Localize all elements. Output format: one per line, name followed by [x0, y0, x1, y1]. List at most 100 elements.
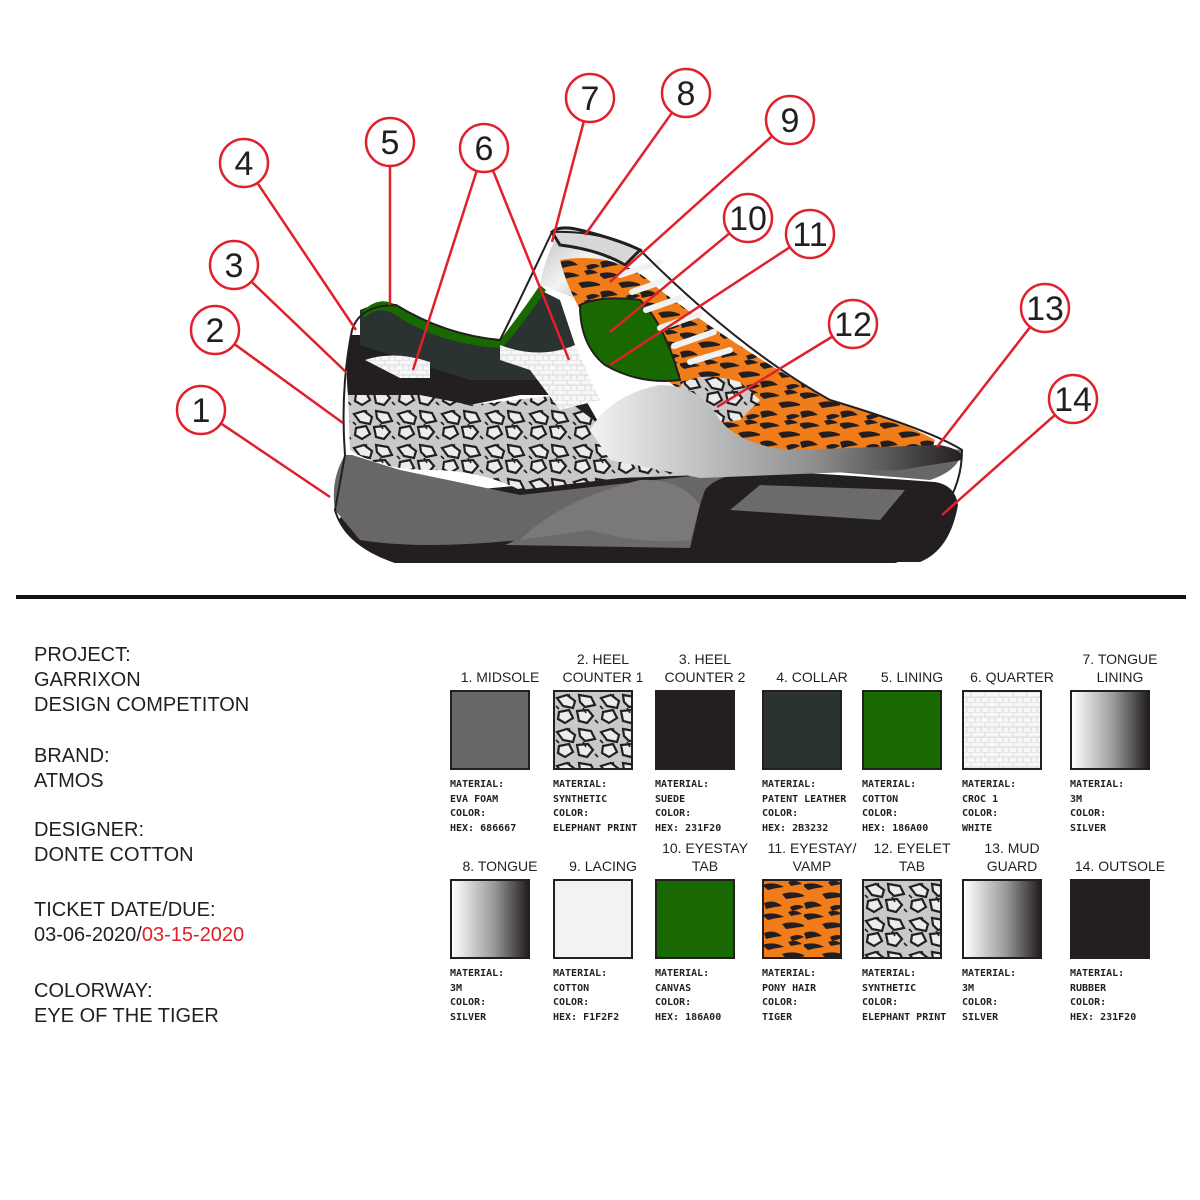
swatch-spec-line: MATERIAL: — [862, 779, 917, 790]
swatch-title: 11. EYESTAY/VAMP — [752, 839, 872, 875]
swatch-title-line: 9. LACING — [569, 858, 637, 874]
callout-13: 13 — [936, 282, 1071, 448]
swatch-title: 6. QUARTER — [952, 668, 1072, 686]
callout-9: 9 — [609, 94, 816, 283]
swatch-spec-line: HEX: 2B3232 — [762, 822, 829, 834]
designer-block: DESIGNER: DONTE COTTON — [34, 818, 194, 868]
swatch-spec-line: SILVER — [450, 1011, 487, 1023]
callout-circle — [764, 94, 816, 146]
swatch-spec-line: MATERIAL: — [1070, 779, 1125, 790]
ticket-dates: 03-06-2020/03-15-2020 — [34, 923, 244, 948]
project-name: GARRIXON — [34, 669, 141, 691]
project-subtitle: DESIGN COMPETITON — [34, 694, 250, 716]
callout-leader-line — [609, 135, 773, 283]
swatch-title: 1. MIDSOLE — [440, 668, 560, 686]
swatch-spec-line: TIGER — [762, 1011, 793, 1023]
callout-number: 1 — [192, 392, 211, 430]
callout-circle — [1019, 282, 1071, 334]
swatch-spec-line: MATERIAL: — [450, 779, 505, 790]
callout-12: 12 — [716, 298, 879, 409]
callout-leader-line — [941, 413, 1056, 516]
heel-counter-1-shape — [348, 390, 700, 490]
swatch-title-line: 13. MUD — [984, 840, 1040, 856]
swatch-spec-line: HEX: 186A00 — [862, 822, 929, 834]
swatch-spec-line: SILVER — [1070, 822, 1107, 834]
colorway-value: EYE OF THE TIGER — [34, 1005, 219, 1027]
swatch-spec-line: 3M — [450, 982, 463, 994]
callout-circle — [208, 239, 260, 291]
brand-block: BRAND: ATMOS — [34, 744, 110, 794]
swatch-spec-line: COTTON — [553, 982, 590, 994]
callout-number: 11 — [792, 216, 827, 254]
callout-circle — [660, 67, 712, 119]
brand-value: ATMOS — [34, 770, 104, 792]
callout-3: 3 — [208, 239, 348, 374]
callout-leader-line — [220, 422, 331, 499]
callout-circle — [827, 298, 879, 350]
colorway-block: COLORWAY: EYE OF THE TIGER — [34, 979, 219, 1029]
callout-circle — [784, 208, 836, 260]
callout-number: 12 — [834, 306, 872, 344]
swatch-spec-line: HEX: F1F2F2 — [553, 1011, 620, 1023]
callout-circle — [1047, 373, 1099, 425]
callout-10: 10 — [609, 192, 774, 333]
callout-11: 11 — [609, 208, 836, 367]
midsole-wing — [520, 479, 700, 542]
due-date: 03-15-2020 — [141, 924, 245, 946]
swatch-spec-line: COLOR: — [1070, 997, 1107, 1008]
swatch-color-chip — [655, 879, 735, 959]
callout-leader-line — [583, 111, 674, 236]
swatch-spec-line: SUEDE — [655, 793, 686, 805]
swatch-title-line: COUNTER 2 — [664, 669, 746, 685]
swatch-title-line: 5. LINING — [880, 669, 944, 685]
callout-number: 13 — [1026, 290, 1064, 328]
swatch-spec-line: 3M — [962, 982, 975, 994]
swatch-spec-line: MATERIAL: — [862, 968, 917, 979]
swatch-color-chip — [1070, 879, 1150, 959]
swatch-spec-line: MATERIAL: — [962, 779, 1017, 790]
swatch-spec-line: PATENT LEATHER — [762, 793, 847, 805]
callout-leader-line — [936, 326, 1032, 448]
lining-shape — [362, 285, 546, 348]
swatch-spec-line: SYNTHETIC — [862, 982, 917, 994]
swatch-spec-line: MATERIAL: — [762, 968, 817, 979]
swatch-spec-line: COTTON — [862, 793, 899, 805]
callout-number: 8 — [677, 75, 696, 113]
callout-14: 14 — [941, 373, 1099, 516]
swatch-color-chip — [655, 690, 735, 770]
swatch-color-chip — [862, 879, 942, 959]
callout-7: 7 — [550, 72, 616, 243]
callout-leader-line — [716, 335, 834, 409]
callout-number: 10 — [729, 200, 767, 238]
swatch-title-line: 7. TONGUE — [1082, 651, 1158, 667]
swatch-title-line: GUARD — [986, 858, 1038, 874]
project-label: PROJECT: — [34, 644, 131, 666]
swatch-title-line: TAB — [898, 858, 926, 874]
swatch-title: 9. LACING — [543, 857, 663, 875]
swatch-title-line: 1. MIDSOLE — [460, 669, 540, 685]
callout-number: 14 — [1054, 381, 1092, 419]
swatch-spec-line: HEX: 231F20 — [655, 822, 722, 834]
swatch-title-line: 12. EYELET — [873, 840, 951, 856]
swatch-title-line: 11. EYESTAY/ — [767, 840, 857, 856]
callout-4: 4 — [218, 137, 358, 331]
swatch-title: 14. OUTSOLE — [1060, 857, 1180, 875]
callout-number: 9 — [781, 102, 800, 140]
callout-leader-line — [233, 343, 344, 425]
callout-number: 5 — [381, 124, 400, 162]
